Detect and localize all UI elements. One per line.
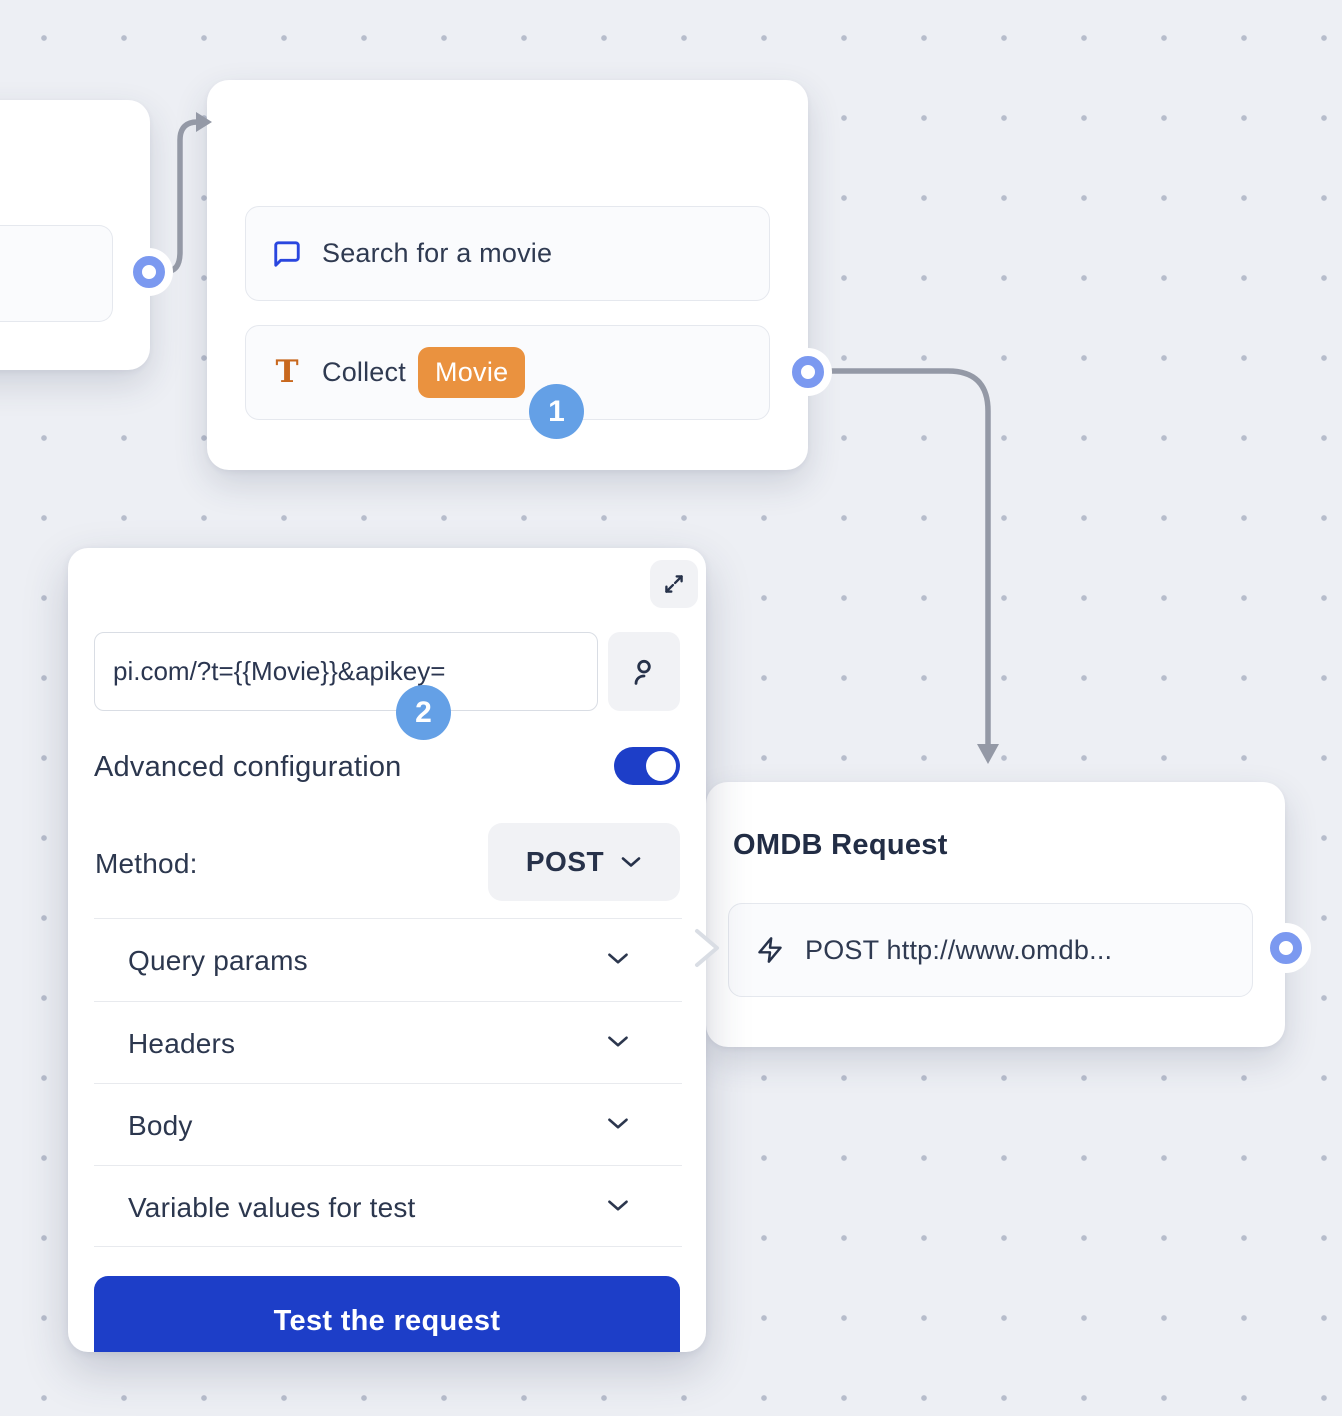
chevron-down-icon bbox=[606, 1034, 630, 1054]
section-headers[interactable]: Headers bbox=[94, 1003, 682, 1085]
node-item-collect-movie[interactable]: T Collect Movie bbox=[245, 325, 770, 420]
output-port-omdb-request[interactable] bbox=[1261, 923, 1311, 973]
section-variable-values-for-test[interactable]: Variable values for test bbox=[94, 1167, 682, 1249]
partial-node-item[interactable] bbox=[0, 225, 113, 322]
section-label: Body bbox=[128, 1110, 193, 1141]
toggle-knob bbox=[646, 751, 676, 781]
node-item-label: Search for a movie bbox=[322, 238, 553, 268]
section-label: Variable values for test bbox=[128, 1192, 416, 1223]
node-item-search-for-a-movie[interactable]: Search for a movie bbox=[245, 206, 770, 301]
user-variable-button[interactable] bbox=[608, 632, 680, 711]
chevron-down-icon bbox=[606, 1116, 630, 1136]
step-badge-2: 2 bbox=[396, 685, 451, 740]
lightning-icon bbox=[755, 934, 785, 966]
text-variable-icon: T bbox=[275, 354, 299, 390]
node-item-post-request[interactable]: POST http://www.omdb... bbox=[728, 903, 1253, 997]
webhook-config-panel: 2 Advanced configuration Method: POST Qu… bbox=[68, 548, 706, 1352]
divider bbox=[94, 1083, 682, 1084]
divider bbox=[94, 1246, 682, 1247]
divider bbox=[94, 1165, 682, 1166]
node-item-label: Collect bbox=[322, 357, 406, 387]
partial-node-card[interactable] bbox=[0, 100, 150, 370]
url-input[interactable] bbox=[94, 632, 598, 711]
method-value: POST bbox=[525, 846, 605, 877]
section-label: Headers bbox=[128, 1028, 236, 1059]
divider bbox=[94, 1001, 682, 1002]
advanced-configuration-toggle[interactable] bbox=[614, 747, 680, 785]
method-dropdown[interactable]: POST bbox=[488, 823, 680, 901]
chat-bubble-icon bbox=[272, 239, 302, 269]
node-item-label: POST http://www.omdb... bbox=[805, 934, 1113, 965]
test-the-request-button[interactable]: Test the request bbox=[94, 1276, 680, 1352]
arrowhead-down-icon bbox=[977, 744, 999, 764]
node-title: OMDB Request bbox=[733, 829, 948, 861]
node-movie-search[interactable]: Movie search Search for a movie T Collec… bbox=[207, 80, 808, 470]
expand-icon bbox=[661, 571, 687, 597]
output-port-movie-search[interactable] bbox=[784, 348, 832, 396]
method-label: Method: bbox=[95, 848, 198, 879]
expand-button[interactable] bbox=[650, 560, 698, 608]
input-port-omdb-request[interactable] bbox=[695, 929, 719, 967]
section-query-params[interactable]: Query params bbox=[94, 920, 682, 1002]
variable-badge[interactable]: Movie bbox=[417, 347, 526, 398]
chevron-down-icon bbox=[620, 855, 642, 869]
advanced-configuration-label: Advanced configuration bbox=[94, 751, 402, 783]
chevron-down-icon bbox=[606, 1198, 630, 1218]
chevron-down-icon bbox=[606, 951, 630, 971]
step-badge-1: 1 bbox=[529, 384, 584, 439]
node-omdb-request[interactable]: OMDB Request POST http://www.omdb... bbox=[706, 782, 1285, 1047]
section-label: Query params bbox=[128, 945, 308, 976]
divider bbox=[94, 918, 682, 919]
section-body[interactable]: Body bbox=[94, 1085, 682, 1167]
connector-line bbox=[160, 112, 212, 275]
output-port-partial-card[interactable] bbox=[125, 248, 173, 296]
connector-line bbox=[823, 368, 999, 764]
person-icon bbox=[628, 656, 660, 688]
